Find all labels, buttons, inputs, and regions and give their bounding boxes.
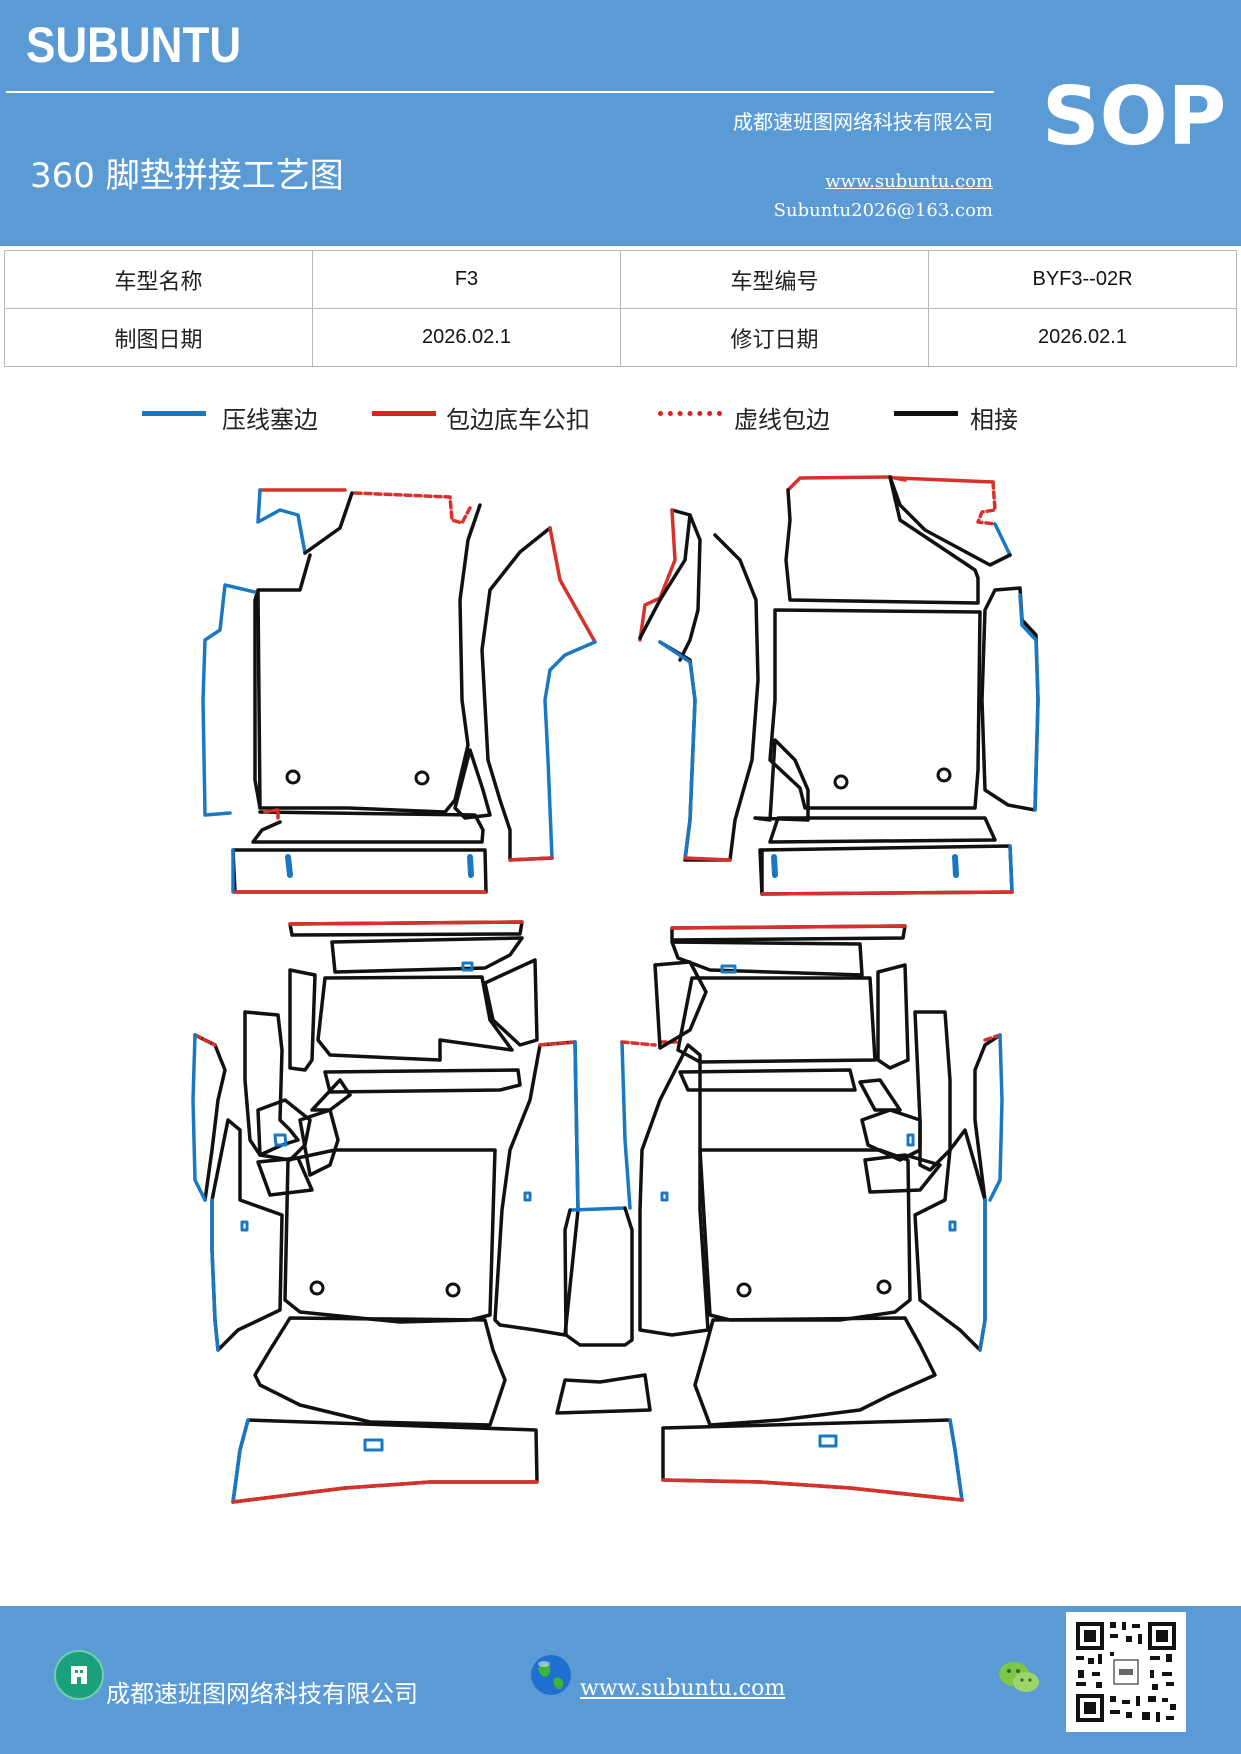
legend: 压线塞边 包边底车公扣 虚线包边 相接 [0,398,1241,438]
legend-label: 压线塞边 [222,406,318,434]
page-title: 360 脚垫拼接工艺图 [30,156,344,196]
globe-icon [528,1652,574,1698]
front-left-mat [201,488,597,894]
footer-website-link[interactable]: www.subuntu.com [580,1676,786,1701]
footer-banner: 成都速班图网络科技有限公司 www.subuntu.com [0,1606,1241,1754]
info-table: 车型名称 F3 车型编号 BYF3--02R 制图日期 2026.02.1 修订… [4,250,1237,367]
floor-mat-diagram [191,475,1040,1504]
model-name-value: F3 [312,250,621,309]
wechat-icon [996,1658,1042,1698]
table-row: 车型名称 F3 车型编号 BYF3--02R [4,250,1237,309]
legend-label: 包边底车公扣 [446,406,590,434]
email-address: Subuntu2026@163.com [773,200,993,221]
brand-logo: SUBUNTU [26,17,242,73]
table-row: 制图日期 2026.02.1 修订日期 2026.02.1 [4,308,1237,367]
legend-swatch-red-dotted [658,411,722,416]
model-name-label: 车型名称 [4,250,313,309]
legend-label: 虚线包边 [734,406,830,434]
model-code-label: 车型编号 [620,250,929,309]
legend-swatch-red [372,411,436,416]
company-name: 成都速班图网络科技有限公司 [733,110,993,134]
sop-badge: SOP [1042,70,1227,163]
model-code-value: BYF3--02R [928,250,1237,309]
revise-date-label: 修订日期 [620,308,929,367]
footer-company: 成都速班图网络科技有限公司 [106,1680,418,1708]
draw-date-value: 2026.02.1 [312,308,621,367]
rear-right-mat [638,924,1004,1502]
legend-swatch-blue [142,411,206,416]
building-icon [54,1650,104,1700]
front-right-mat [638,475,1040,896]
draw-date-label: 制图日期 [4,308,313,367]
center-tunnel-mat [555,1040,682,1415]
rear-left-mat [191,920,580,1504]
legend-label: 相接 [970,406,1018,434]
website-link[interactable]: www.subuntu.com [825,171,993,192]
revise-date-value: 2026.02.1 [928,308,1237,367]
legend-swatch-black [894,411,958,416]
header-divider [6,91,994,93]
qr-code[interactable] [1066,1612,1186,1732]
header-banner: SUBUNTU 成都速班图网络科技有限公司 360 脚垫拼接工艺图 www.su… [0,0,1241,246]
